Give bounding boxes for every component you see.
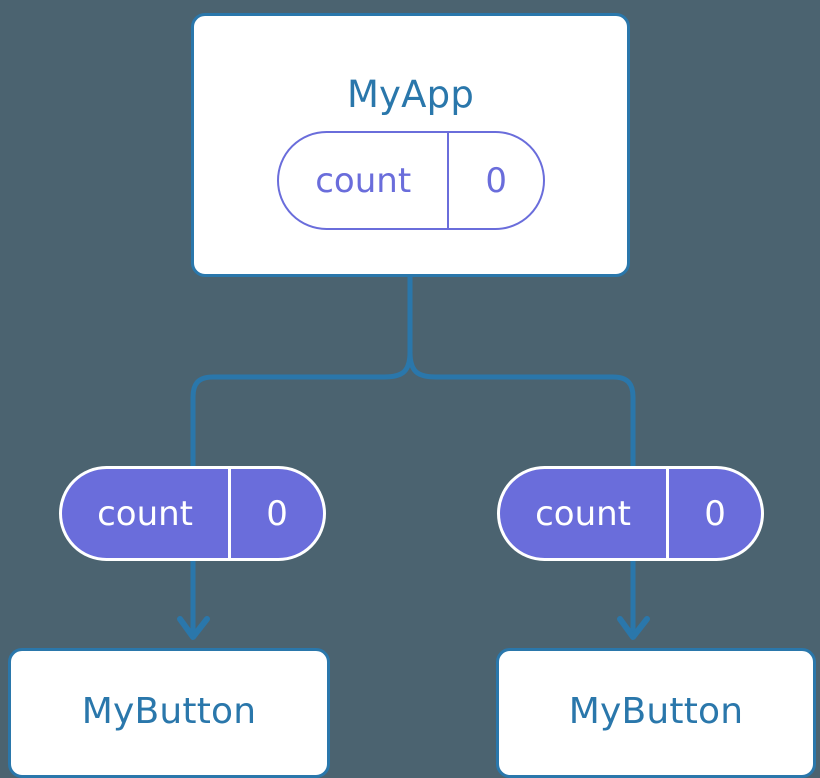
right-arrow-head-icon bbox=[617, 616, 650, 640]
myapp-state-pill[interactable]: count 0 bbox=[277, 131, 545, 230]
mybutton-left-box[interactable]: MyButton bbox=[8, 648, 330, 778]
fork-connector-right bbox=[407, 274, 636, 469]
right-state-value: 0 bbox=[704, 493, 726, 534]
left-state-value: 0 bbox=[266, 493, 288, 534]
mybutton-right-title: MyButton bbox=[568, 691, 744, 732]
mybutton-left-title: MyButton bbox=[81, 691, 257, 732]
left-state-pill[interactable]: count 0 bbox=[59, 466, 326, 561]
mybutton-right-box[interactable]: MyButton bbox=[496, 648, 816, 778]
myapp-title: MyApp bbox=[346, 73, 475, 116]
left-state-key: count bbox=[62, 469, 232, 558]
right-state-key: count bbox=[500, 469, 670, 558]
myapp-component-box[interactable]: MyApp bbox=[191, 13, 630, 277]
right-state-pill[interactable]: count 0 bbox=[497, 466, 764, 561]
myapp-state-value: 0 bbox=[485, 160, 508, 201]
fork-connector-left bbox=[190, 274, 413, 469]
left-arrow-head-icon bbox=[177, 616, 210, 640]
myapp-state-key: count bbox=[279, 133, 450, 228]
